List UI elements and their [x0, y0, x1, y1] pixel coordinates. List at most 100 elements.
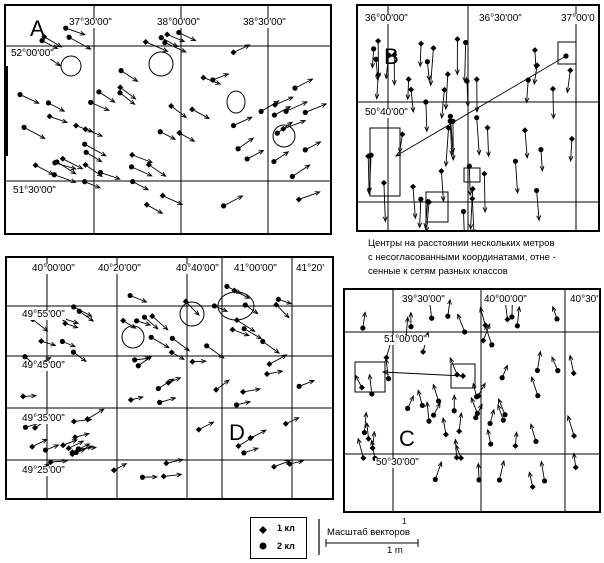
legend-class1-symbol	[259, 526, 267, 534]
station-class2-marker	[224, 284, 229, 289]
displacement-vector	[355, 375, 362, 387]
station-class1-marker	[32, 425, 38, 431]
legend-class2-label: 2 кл	[277, 541, 295, 551]
displacement-vector	[446, 74, 448, 109]
station-class2-marker	[82, 142, 87, 147]
displacement-vector	[73, 352, 86, 361]
displacement-vector	[33, 319, 48, 331]
displacement-vector	[458, 314, 465, 332]
panel-d-lat-label-3: 49°35'00"	[21, 414, 66, 424]
station-class2-marker	[243, 302, 248, 307]
displacement-vector	[192, 109, 209, 118]
displacement-vector	[66, 28, 85, 35]
displacement-vector	[276, 305, 289, 318]
displacement-vector	[167, 35, 184, 42]
station-class2-marker	[60, 339, 65, 344]
station-class2-marker	[130, 179, 135, 184]
panel-b-lon-label-1: 36°00'00"	[364, 14, 409, 24]
station-class2-marker	[156, 386, 161, 391]
displacement-vector	[277, 122, 292, 133]
panel-b-lon-label-2: 36°30'00"	[478, 14, 523, 24]
displacement-vector	[62, 342, 75, 347]
displacement-vector	[88, 409, 104, 419]
panel-b: B 36°00'00" 36°30'00" 37°00'0 50°40'00"	[356, 4, 600, 232]
displacement-vector	[158, 379, 173, 389]
panel-a-letter: A	[30, 18, 45, 40]
panel-c-lat-label-2: 50°30'00"	[375, 458, 420, 468]
panel-a-lon-label-2: 38°00'00"	[156, 18, 201, 28]
station-class1-marker	[85, 416, 91, 422]
station-class2-marker	[242, 326, 247, 331]
displacement-vector	[99, 92, 115, 102]
highlight-box	[558, 42, 576, 64]
displacement-vector	[465, 42, 466, 81]
station-class2-marker	[84, 150, 89, 155]
displacement-vector	[295, 79, 313, 88]
displacement-vector	[299, 192, 320, 200]
panel-c-letter: C	[399, 428, 415, 450]
displacement-vector	[160, 132, 175, 139]
displacement-vector	[487, 128, 488, 156]
displacement-vector	[63, 440, 77, 445]
displacement-vector	[471, 189, 473, 229]
station-class1-marker	[120, 318, 126, 324]
displacement-vector	[299, 381, 314, 387]
station-class2-marker	[405, 406, 410, 411]
panel-c-lat-label-1: 51°00'00"	[383, 335, 428, 345]
scale-title: Масштаб векторов	[326, 528, 411, 538]
scale-unit: 1 m	[386, 546, 404, 556]
displacement-vector	[426, 102, 427, 131]
station-class2-marker	[475, 393, 480, 398]
displacement-vector	[199, 422, 214, 429]
station-class2-marker	[176, 30, 181, 35]
vector-scale: 1 Масштаб векторов 1 m	[316, 517, 426, 557]
station-class2-marker	[159, 35, 164, 40]
displacement-vector	[484, 174, 485, 212]
displacement-vector	[464, 212, 465, 230]
displacement-vector	[213, 74, 228, 80]
displacement-vector	[130, 296, 146, 302]
highlight-circle	[227, 91, 245, 113]
panel-b-lon-label-3: 37°00'0	[560, 14, 596, 24]
panel-c-lon-label-3: 40°30'	[569, 295, 599, 305]
station-class1-marker	[33, 162, 39, 168]
displacement-vector	[44, 37, 61, 47]
scale-tick-label: 1	[401, 517, 407, 527]
displacement-vector	[171, 106, 186, 117]
displacement-vector	[149, 165, 166, 177]
displacement-vector	[69, 37, 91, 49]
station-class1-marker	[271, 464, 277, 470]
displacement-vector	[151, 337, 169, 347]
highlight-circle	[149, 52, 173, 76]
displacement-vector	[552, 357, 558, 371]
displacement-vector	[179, 133, 194, 141]
station-class2-marker	[221, 203, 226, 208]
displacement-vector	[305, 104, 326, 112]
panel-c-map	[345, 290, 599, 511]
panel-a: A 37°30'00" 38°00'00" 38°30'00" 52°00'00…	[4, 4, 332, 235]
displacement-vector	[20, 95, 39, 104]
displacement-vector	[435, 462, 441, 479]
displacement-vector	[238, 138, 253, 149]
station-class2-marker	[241, 450, 246, 455]
displacement-vector	[263, 342, 279, 354]
highlight-circle	[122, 326, 144, 348]
caption-text: Центры на расстоянии нескольких метров с…	[368, 237, 598, 279]
station-class1-marker	[128, 397, 134, 403]
displacement-vector	[408, 396, 414, 408]
displacement-vector	[502, 365, 507, 377]
panel-d-letter: D	[229, 422, 245, 444]
displacement-vector	[36, 165, 54, 174]
displacement-vector	[50, 116, 67, 122]
panel-d-lon-label-5: 41°20'	[295, 264, 325, 274]
displacement-vector	[571, 139, 572, 161]
station-class1-marker	[29, 444, 35, 450]
displacement-vector	[515, 161, 517, 193]
panel-d-map	[7, 258, 332, 498]
displacement-vector	[132, 155, 152, 163]
displacement-vector	[147, 205, 163, 214]
panel-d-lat-label-4: 49°25'00"	[21, 466, 66, 476]
displacement-vector	[132, 167, 152, 176]
panel-c-lon-label-2: 40°00'00"	[483, 295, 528, 305]
displacement-vector	[216, 380, 229, 390]
